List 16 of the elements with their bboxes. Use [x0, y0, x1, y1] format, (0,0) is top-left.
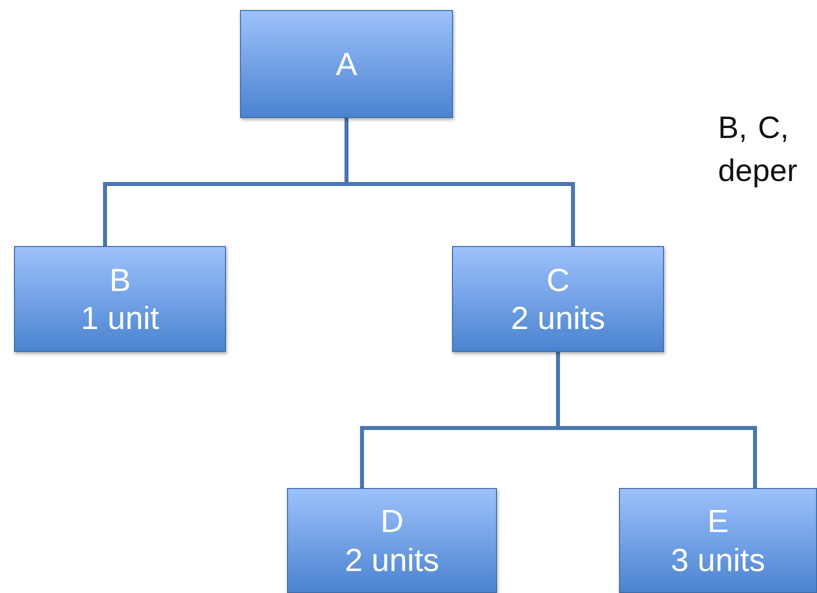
unit-count: 2 units: [510, 299, 606, 338]
unit-count: 1 unit: [80, 299, 160, 338]
node-name: D: [380, 502, 404, 540]
node-name: A: [336, 44, 358, 84]
unit-box: [452, 246, 664, 352]
unit-box: [619, 488, 817, 593]
node-name: C: [546, 260, 570, 299]
note-text: deper: [718, 152, 798, 190]
node-name: E: [707, 502, 729, 540]
unit-box: [14, 246, 226, 352]
unit-count: 3 units: [670, 540, 766, 579]
note-text: B, C,: [718, 109, 789, 147]
unit-box: [240, 10, 453, 118]
node-name: B: [109, 260, 131, 299]
unit-count: 2 units: [344, 540, 440, 579]
unit-box: [287, 488, 497, 593]
